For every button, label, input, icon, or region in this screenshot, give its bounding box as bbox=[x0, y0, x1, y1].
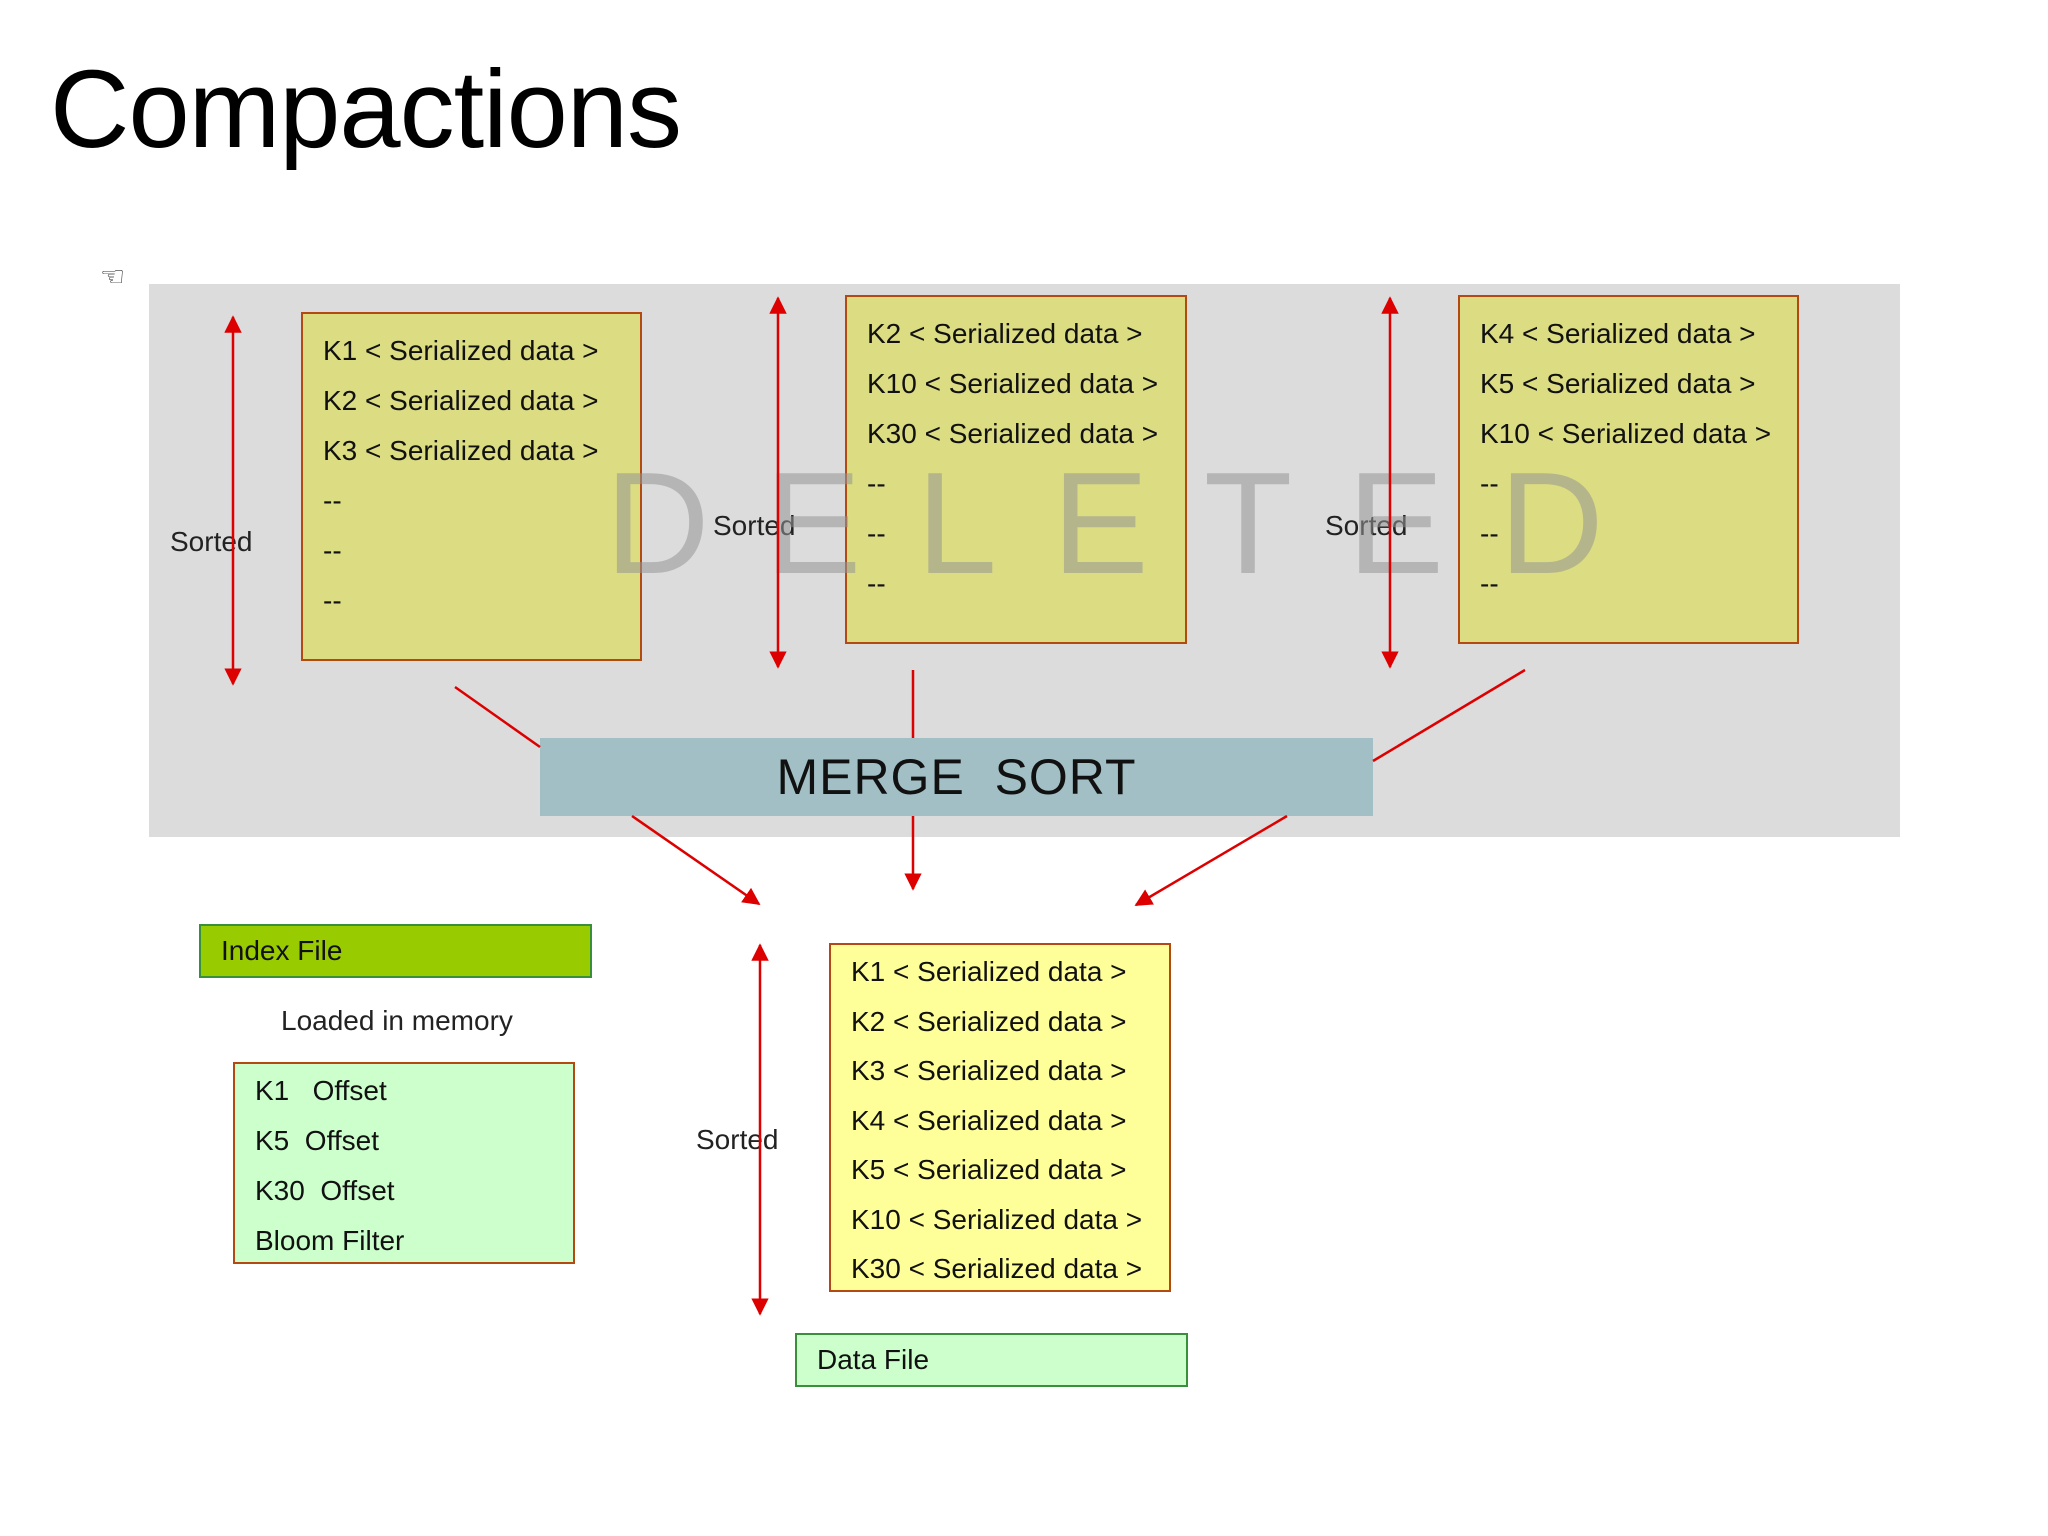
sstable-1: K1 < Serialized data > K2 < Serialized d… bbox=[301, 312, 642, 661]
sstable-row: K2 < Serialized data > bbox=[323, 385, 599, 416]
sstable-row: K4 < Serialized data > bbox=[1480, 318, 1756, 349]
index-row: Bloom Filter bbox=[255, 1225, 405, 1256]
data-row: K3 < Serialized data > bbox=[851, 1055, 1127, 1086]
sstable-row: -- bbox=[1480, 568, 1499, 599]
index-row: K5 Offset bbox=[255, 1125, 379, 1156]
sstable-row: K10 < Serialized data > bbox=[1480, 418, 1772, 449]
data-row: K10 < Serialized data > bbox=[851, 1203, 1143, 1235]
loaded-in-memory-label: Loaded in memory bbox=[281, 1005, 513, 1036]
sstable-row: -- bbox=[323, 585, 342, 616]
data-box: K1 < Serialized data > K2 < Serialized d… bbox=[829, 943, 1171, 1292]
data-row: K4 < Serialized data > bbox=[851, 1104, 1127, 1136]
index-row: K1 Offset bbox=[255, 1075, 387, 1106]
data-row: K2 < Serialized data > bbox=[851, 1005, 1127, 1037]
index-box: K1 Offset K5 Offset K30 Offset Bloom Fil… bbox=[233, 1062, 575, 1264]
sstable-row: -- bbox=[323, 485, 342, 516]
sstable-row: K5 < Serialized data > bbox=[1480, 368, 1756, 399]
sstable-row: K10 < Serialized data > bbox=[867, 368, 1159, 399]
sstable-row: K3 < Serialized data > bbox=[323, 435, 599, 466]
sorted-label: Sorted bbox=[713, 510, 796, 541]
merge-sort-box: MERGE SORT bbox=[540, 738, 1373, 816]
sstable-row: -- bbox=[867, 468, 886, 499]
sstable-3: K4 < Serialized data > K5 < Serialized d… bbox=[1458, 295, 1799, 644]
sorted-label: Sorted bbox=[1325, 510, 1408, 541]
sstable-row: K1 < Serialized data > bbox=[323, 335, 599, 366]
sstable-row: -- bbox=[867, 568, 886, 599]
sstable-row: -- bbox=[1480, 518, 1499, 549]
page-title: Compactions bbox=[50, 48, 682, 171]
sstable-row: -- bbox=[867, 518, 886, 549]
sorted-label: Sorted bbox=[170, 526, 253, 557]
hand-pointer-icon: ☜ bbox=[100, 261, 126, 292]
sstable-row: K2 < Serialized data > bbox=[867, 318, 1143, 349]
data-file-label: Data File bbox=[795, 1333, 1188, 1387]
sstable-row: K30 < Serialized data > bbox=[867, 418, 1159, 449]
sstable-2: K2 < Serialized data > K10 < Serialized … bbox=[845, 295, 1187, 644]
index-row: K30 Offset bbox=[255, 1175, 395, 1206]
data-row: K5 < Serialized data > bbox=[851, 1154, 1127, 1185]
sstable-row: -- bbox=[323, 535, 342, 566]
data-row: K1 < Serialized data > bbox=[851, 956, 1127, 987]
index-file-label: Index File bbox=[199, 924, 592, 978]
data-row: K30 < Serialized data > bbox=[851, 1253, 1143, 1284]
sorted-label: Sorted bbox=[696, 1124, 779, 1155]
sstable-row: -- bbox=[1480, 468, 1499, 499]
